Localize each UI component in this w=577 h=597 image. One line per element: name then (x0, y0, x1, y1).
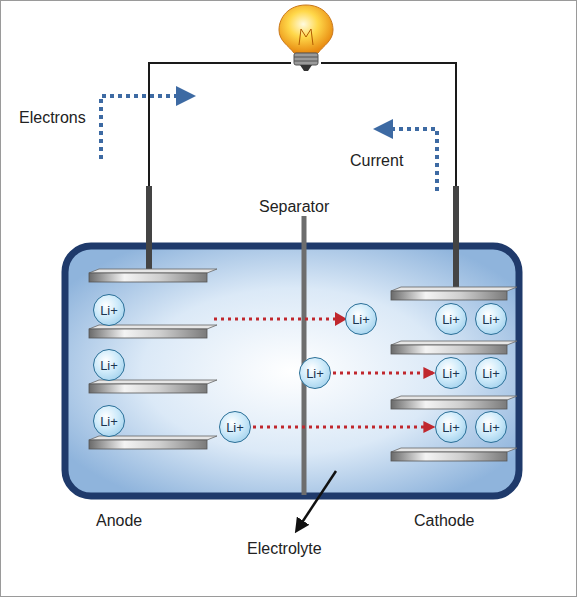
part-label: Current (350, 152, 403, 170)
lithium-ion: Li+ (299, 357, 331, 389)
electrode-plate (89, 273, 207, 282)
ion-label: Li+ (442, 367, 460, 380)
ion-label: Li+ (100, 304, 118, 317)
electrode-plate (391, 291, 507, 300)
ion-label: Li+ (100, 415, 118, 428)
ion-label: Li+ (442, 421, 460, 434)
separator-membrane (302, 216, 307, 495)
battery-housing (65, 246, 519, 496)
ion-flow-arrow (333, 372, 433, 375)
ion-flow-arrow (214, 318, 337, 321)
part-label: Anode (96, 512, 142, 530)
lithium-ion: Li+ (435, 357, 467, 389)
lithium-ion: Li+ (435, 411, 467, 443)
cathode-terminal (453, 186, 459, 291)
wire (149, 63, 291, 191)
ion-label: Li+ (442, 313, 460, 326)
ion-label: Li+ (100, 359, 118, 372)
electrode-plate (89, 384, 207, 393)
electrode-plate (89, 440, 207, 449)
part-label: Cathode (414, 512, 475, 530)
ion-flow-arrow (253, 426, 433, 429)
lithium-ion: Li+ (475, 303, 507, 335)
lithium-ion: Li+ (475, 357, 507, 389)
part-label: Electrolyte (247, 540, 322, 558)
electron-flow-arrow (101, 96, 186, 159)
lithium-ion: Li+ (345, 303, 377, 335)
ion-label: Li+ (482, 421, 500, 434)
plate-top (391, 287, 517, 291)
ion-label: Li+ (352, 313, 370, 326)
lithium-ion: Li+ (219, 411, 251, 443)
part-label: Separator (259, 198, 329, 216)
plate-top (391, 448, 517, 452)
light-bulb (279, 5, 333, 71)
lithium-ion: Li+ (435, 303, 467, 335)
plate-top (89, 269, 217, 273)
ion-label: Li+ (482, 367, 500, 380)
leader-line (299, 471, 336, 527)
electrode-plate (391, 345, 507, 354)
electrode-plate (391, 400, 507, 409)
electrode-plate (89, 329, 207, 338)
lithium-ion: Li+ (93, 294, 125, 326)
ion-label: Li+ (226, 421, 244, 434)
lithium-ion: Li+ (475, 411, 507, 443)
lithium-ion: Li+ (93, 349, 125, 381)
lithium-ion: Li+ (93, 405, 125, 437)
plate-top (391, 341, 517, 345)
wire (321, 63, 456, 191)
ion-label: Li+ (482, 313, 500, 326)
part-label: Electrons (19, 109, 86, 127)
electrode-plate (391, 452, 507, 461)
ion-label: Li+ (306, 367, 324, 380)
anode-terminal (146, 186, 152, 274)
plate-top (391, 396, 517, 400)
